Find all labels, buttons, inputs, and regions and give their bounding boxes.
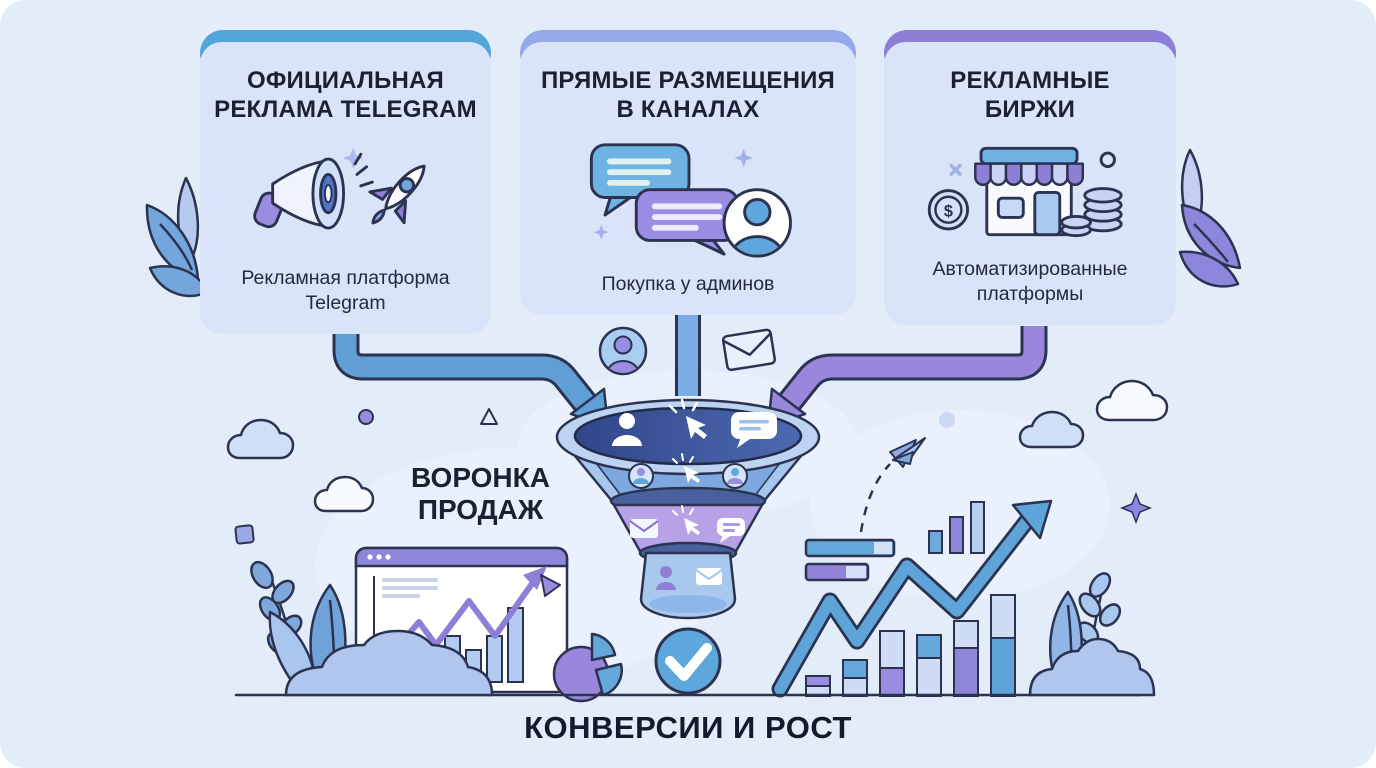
card-title: ОФИЦИАЛЬНАЯ РЕКЛАМА TELEGRAM	[214, 67, 477, 124]
funnel-click-cursor-icon	[668, 398, 707, 439]
progress-bars	[804, 538, 896, 582]
floating-envelope-icon	[721, 328, 777, 372]
dollar-sign: $	[944, 202, 953, 220]
pie-chart-icon	[552, 632, 623, 703]
window-trend-line	[383, 575, 539, 663]
funnel-illustration	[555, 398, 821, 620]
funnel-spout-icons	[656, 566, 723, 590]
small-decorations	[234, 408, 1153, 545]
megaphone-rocket-icon	[238, 125, 453, 267]
left-bush	[284, 629, 494, 697]
mini-bar-chart	[928, 501, 985, 554]
right-bush	[1028, 637, 1156, 697]
chat-bubbles-avatar-icon	[573, 125, 803, 273]
funnel-chat-icon	[731, 412, 777, 448]
growth-arrowhead	[1011, 499, 1053, 540]
card-caption: Покупка у админов	[601, 273, 775, 296]
left-plants	[250, 560, 494, 697]
funnel-band2-icons	[629, 505, 745, 543]
card-caption: Рекламная платформа Telegram	[241, 267, 450, 315]
checkmark-circle-icon	[654, 627, 722, 695]
funnel-label: ВОРОНКА ПРОДАЖ	[411, 462, 550, 526]
funnel-band1-icons	[628, 453, 748, 489]
card-title: ПРЯМЫЕ РАЗМЕЩЕНИЯ В КАНАЛАХ	[540, 67, 836, 124]
star-sparkle-icon	[1119, 491, 1153, 525]
paper-plane-icon	[892, 437, 926, 465]
card-official-telegram-ads: ОФИЦИАЛЬНАЯ РЕКЛАМА TELEGRAM	[200, 30, 491, 334]
card-direct-channel-placements: ПРЯМЫЕ РАЗМЕЩЕНИЯ В КАНАЛАХ	[520, 30, 856, 315]
clouds	[226, 379, 1169, 513]
card-ad-exchanges: РЕКЛАМНЫЕ БИРЖИ	[884, 30, 1176, 325]
faint-dot-decoration	[939, 412, 955, 428]
dot-decoration	[358, 409, 374, 425]
browser-header-bar	[354, 546, 569, 568]
right-leaves-decoration	[1178, 148, 1242, 288]
triangle-decoration	[480, 408, 498, 425]
growth-arrow	[771, 499, 1053, 698]
funnel-spout-bottom	[649, 595, 727, 613]
window-trend-arrowhead	[523, 566, 547, 590]
footer-title: КОНВЕРСИИ И РОСТ	[524, 710, 852, 745]
right-plants	[1028, 572, 1156, 697]
card-title: РЕКЛАМНЫЕ БИРЖИ	[950, 67, 1110, 124]
left-leaves-decoration	[145, 176, 210, 298]
floating-avatar-icon	[598, 326, 648, 376]
storefront-coins-icon: $	[916, 125, 1144, 258]
stacked-bar-chart	[805, 594, 1016, 697]
card-caption: Автоматизированные платформы	[932, 258, 1128, 306]
funnel-user-icon	[612, 413, 642, 446]
purple-plane-icon	[540, 574, 561, 597]
